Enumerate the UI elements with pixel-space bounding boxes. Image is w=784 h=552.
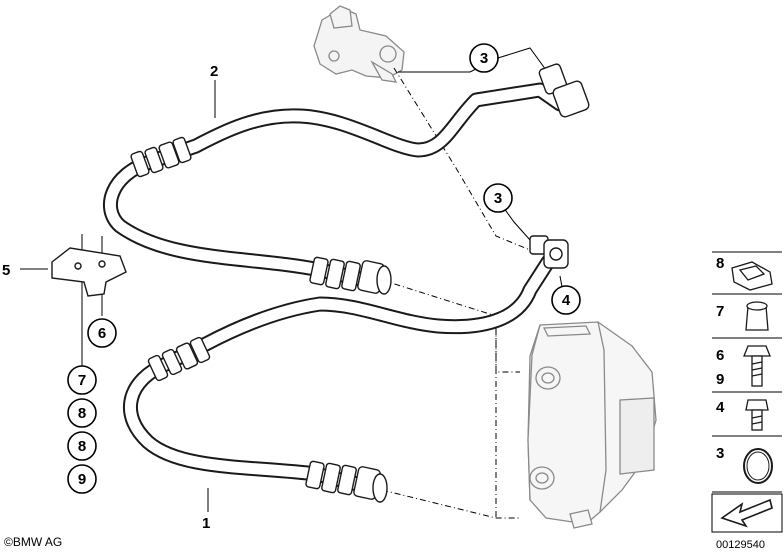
parts-panel-label-7: 7 [716, 303, 724, 320]
callout-hose-upper: 2 [210, 63, 218, 80]
callout-screw-right: 4 [551, 285, 581, 315]
svg-text:5: 5 [2, 262, 10, 279]
callout-bracket: 5 [2, 262, 10, 279]
parts-panel-dividers [711, 251, 783, 533]
callout-hose-lower: 1 [202, 515, 210, 532]
hose-fittings [130, 63, 590, 503]
parts-panel-label-6: 6 [716, 347, 724, 364]
callout-stack-8b: 8 [67, 431, 97, 461]
svg-text:3: 3 [494, 190, 502, 207]
svg-text:7: 7 [78, 372, 86, 389]
svg-text:6: 6 [98, 325, 106, 342]
svg-text:2: 2 [210, 63, 218, 80]
mounting-bracket [51, 247, 127, 297]
parts-panel-label-8: 8 [716, 255, 724, 272]
parts-panel-label-4: 4 [716, 399, 725, 416]
callout-clip-upper: 3 [469, 43, 499, 73]
callout-stack-8a: 8 [67, 398, 97, 428]
parts-panel-label-9: 9 [716, 371, 724, 388]
image-number: 00129540 [716, 539, 765, 551]
parts-panel-label-3: 3 [716, 445, 724, 462]
callout-bracket-screw: 6 [87, 318, 117, 348]
spring-clip-icon [731, 261, 773, 291]
upper-hose [103, 82, 568, 290]
svg-text:3: 3 [480, 50, 488, 67]
callout-stack-7: 7 [67, 365, 97, 395]
bushing-icon [745, 301, 769, 331]
thermostat-housing [313, 5, 405, 83]
brand-copyright: ©BMW AG [4, 535, 62, 549]
callout-stack-9: 9 [67, 464, 97, 494]
view-direction-arrow-icon [720, 498, 773, 528]
parts-panel: 8 7 6 9 4 3 [711, 251, 783, 533]
svg-text:8: 8 [78, 438, 86, 455]
callout-clip-mid: 3 [483, 183, 513, 213]
svg-text:1: 1 [202, 515, 210, 532]
oil-cooler [527, 321, 657, 529]
screw-icon [745, 399, 769, 431]
svg-text:4: 4 [562, 292, 571, 309]
lower-hose [123, 254, 556, 496]
svg-text:8: 8 [78, 405, 86, 422]
svg-text:9: 9 [78, 471, 86, 488]
o-ring-icon [743, 448, 773, 484]
hex-bolt-icon [743, 345, 771, 387]
